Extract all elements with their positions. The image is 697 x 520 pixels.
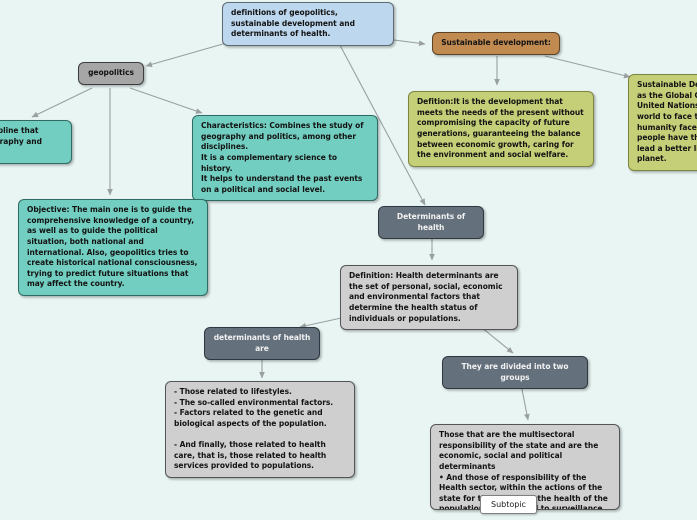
node-central-topic[interactable]: definitions of geopolitics, sustainable … (222, 2, 394, 46)
node-geopolitics[interactable]: geopolitics (78, 62, 144, 85)
link-geopolitics-characteristics (129, 87, 203, 114)
link-geopolitics-discipline (31, 87, 93, 118)
node-sustainable-development[interactable]: Sustainable development: (432, 32, 560, 55)
node-geopolitics-characteristics[interactable]: Characteristics: Combines the study of g… (192, 115, 378, 202)
subtopic-tooltip: Subtopic (480, 495, 537, 514)
node-determinants-list[interactable]: - Those related to lifestyles. - The so-… (165, 381, 355, 479)
node-sustainable-definition[interactable]: Defition:It is the development that meet… (408, 91, 594, 167)
node-geopolitics-discipline[interactable]: e discipline that n geography and s on (0, 120, 72, 164)
node-determinants-are[interactable]: determinants of health are (204, 327, 320, 361)
link-sustainable-globalgoals (544, 55, 631, 79)
node-two-groups[interactable]: They are divided into two groups (442, 356, 588, 390)
node-geopolitics-objective[interactable]: Objective: The main one is to guide the … (18, 199, 208, 297)
node-determinants-definition[interactable]: Definition: Health determinants are the … (340, 265, 518, 331)
node-determinants-of-health[interactable]: Determinants of health (378, 206, 484, 240)
node-sustainable-global-goals[interactable]: Sustainable Dev as the Global Go United … (628, 74, 697, 172)
